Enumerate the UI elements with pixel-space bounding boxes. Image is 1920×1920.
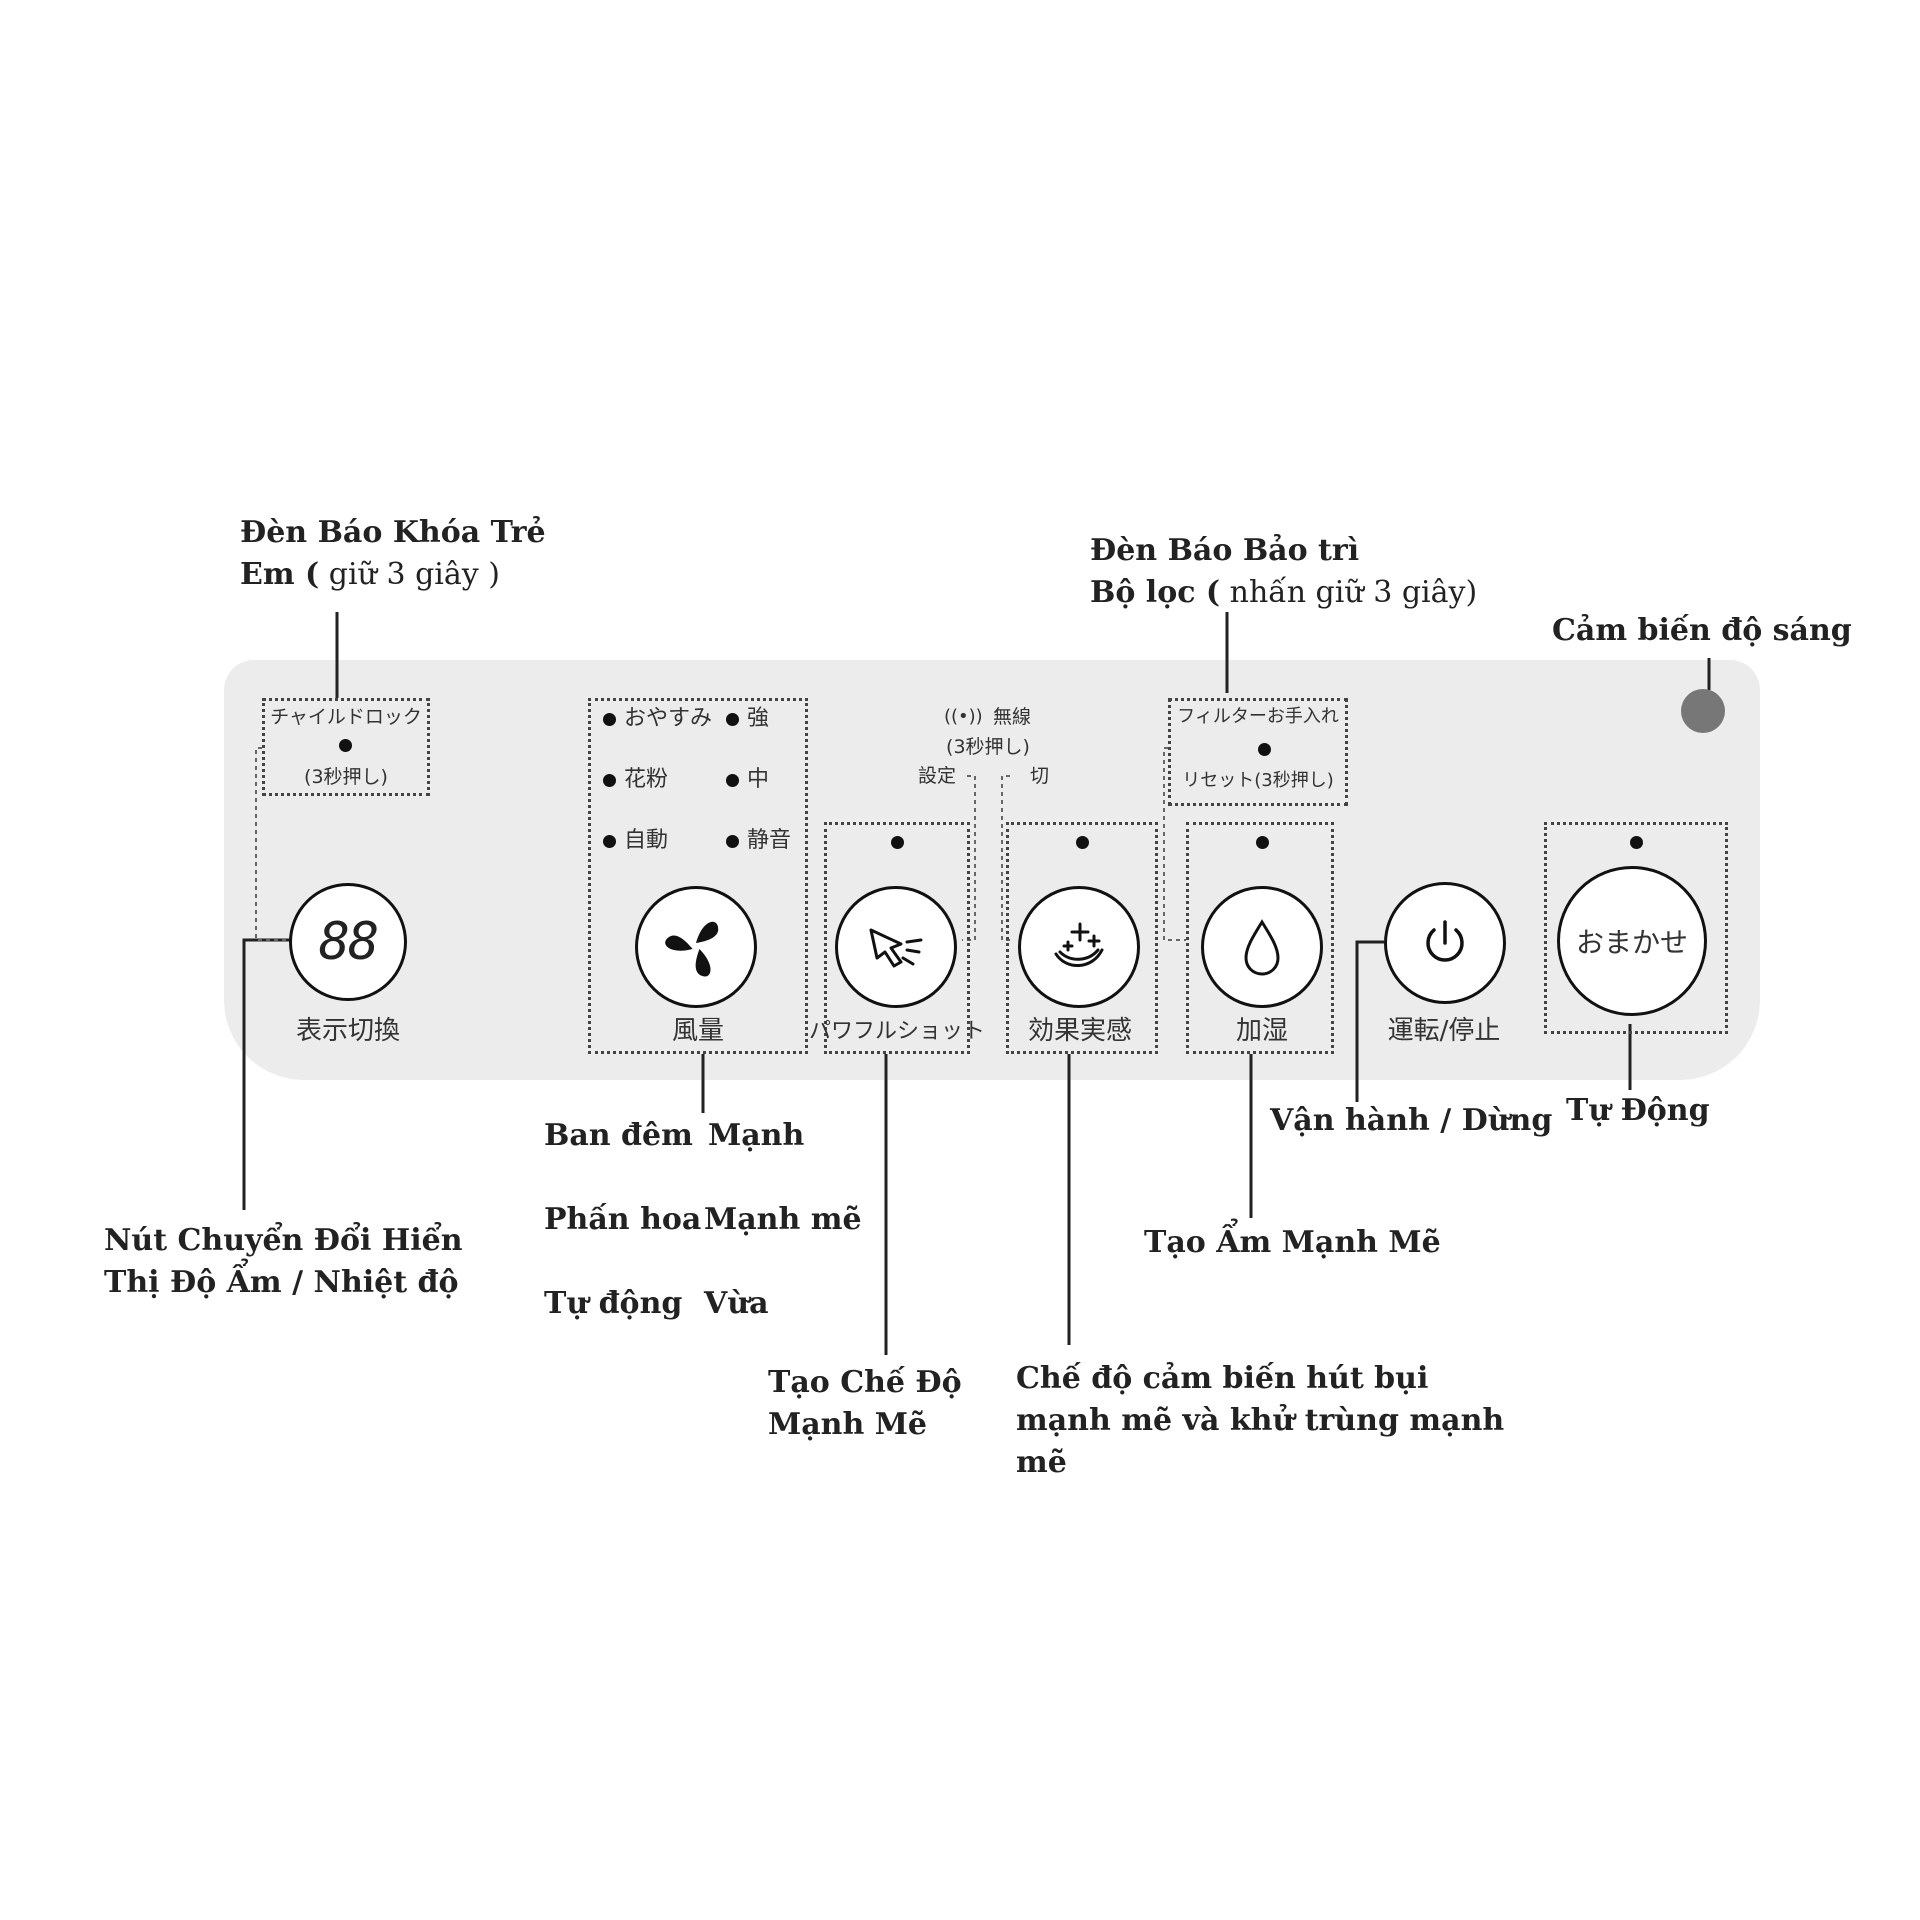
fan-mode-strong: 強 <box>747 706 770 731</box>
powerful-shot-label: パワフルショット <box>808 1019 986 1044</box>
fan-speed-label: 風量 <box>671 1016 725 1046</box>
powerful-shot-led <box>891 836 904 849</box>
wireless-title: 無線 <box>993 706 1032 728</box>
display-switch-label: 表示切換 <box>295 1016 401 1046</box>
filter-box <box>1168 698 1348 806</box>
fan-mode-quiet: 静音 <box>747 828 792 853</box>
auto-led <box>1630 836 1643 849</box>
powerful-shot-button[interactable] <box>835 886 957 1008</box>
fan-mode-medium: 中 <box>747 767 770 792</box>
fan-mode-callout-medium: Vừa <box>704 1286 769 1321</box>
display-switch-button[interactable]: 88 <box>289 883 407 1001</box>
effect-led <box>1076 836 1089 849</box>
effect-box <box>1006 822 1158 1054</box>
powerful-shot-box <box>824 822 970 1054</box>
auto-button-label: おまかせ <box>1575 926 1688 959</box>
fan-box <box>588 698 808 1054</box>
power-button[interactable] <box>1384 882 1506 1004</box>
filter-title: フィルターお手入れ <box>1177 706 1339 727</box>
light-sensor-callout: Cảm biến độ sáng <box>1552 613 1852 648</box>
humidify-led <box>1256 836 1269 849</box>
auto-box <box>1544 822 1728 1034</box>
wireless-icon: ((•)) <box>944 706 983 727</box>
fan-led-quiet <box>726 835 739 848</box>
effect-button[interactable] <box>1018 886 1140 1008</box>
humidify-callout: Tạo Ẩm Mạnh Mẽ <box>1144 1225 1441 1260</box>
sensor-mode-callout: Chế độ cảm biến hút bụi mạnh mẽ và khử t… <box>1016 1361 1505 1480</box>
fan-mode-auto: 自動 <box>624 828 669 853</box>
fan-led-night <box>603 713 616 726</box>
auto-callout: Tự Động <box>1566 1093 1710 1128</box>
child-lock-hold: (3秒押し) <box>304 766 388 788</box>
child-lock-led <box>339 739 352 752</box>
control-panel <box>224 660 1760 1080</box>
fan-mode-pollen: 花粉 <box>624 767 669 792</box>
power-label: 運転/停止 <box>1387 1016 1501 1046</box>
auto-button[interactable]: おまかせ <box>1557 866 1707 1016</box>
display-switch-callout: Nút Chuyển Đổi Hiển Thị Độ Ẩm / Nhiệt độ <box>104 1223 463 1300</box>
water-drop-icon <box>1244 919 1280 976</box>
powerful-mode-callout: Tạo Chế Độ Mạnh Mẽ <box>768 1365 962 1442</box>
filter-led <box>1258 743 1271 756</box>
humidify-box <box>1186 822 1334 1054</box>
fan-icon <box>665 921 719 977</box>
power-callout: Vận hành / Dừng <box>1270 1103 1553 1138</box>
power-icon <box>1426 920 1464 962</box>
sparkle-moon-icon <box>1054 922 1104 967</box>
wireless-off-label: 切 <box>1030 765 1050 787</box>
fan-mode-callout-auto: Tự động <box>544 1286 683 1321</box>
wireless-hold: (3秒押し) <box>946 736 1030 758</box>
humidify-button[interactable] <box>1201 886 1323 1008</box>
fan-mode-callout-strong: Mạnh <box>708 1118 805 1153</box>
fan-mode-callout-night: Ban đêm <box>544 1118 693 1153</box>
child-lock-callout: Đèn Báo Khóa Trẻ Em ( giữ 3 giây ) <box>240 515 546 592</box>
fan-led-auto <box>603 835 616 848</box>
fan-led-pollen <box>603 774 616 787</box>
fan-mode-night: おやすみ <box>624 706 713 731</box>
filter-reset: リセット(3秒押し) <box>1182 770 1334 791</box>
fan-led-medium <box>726 774 739 787</box>
cursor-sparkle-icon <box>869 928 923 968</box>
fan-mode-callout-pollen: Phấn hoa <box>544 1202 702 1237</box>
filter-callout: Đèn Báo Bảo trì Bộ lọc ( nhấn giữ 3 giây… <box>1090 533 1478 610</box>
fan-mode-callout-powerful: Mạnh mẽ <box>704 1202 862 1237</box>
effect-label: 効果実感 <box>1027 1016 1133 1046</box>
humidify-label: 加湿 <box>1235 1016 1289 1046</box>
segment-display-icon: 88 <box>318 912 380 972</box>
fan-speed-button[interactable] <box>635 886 757 1008</box>
light-sensor <box>1681 689 1725 733</box>
fan-led-strong <box>726 713 739 726</box>
child-lock-title: チャイルドロック <box>270 706 422 728</box>
child-lock-box <box>262 698 430 796</box>
wireless-on-label: 設定 <box>918 765 957 787</box>
